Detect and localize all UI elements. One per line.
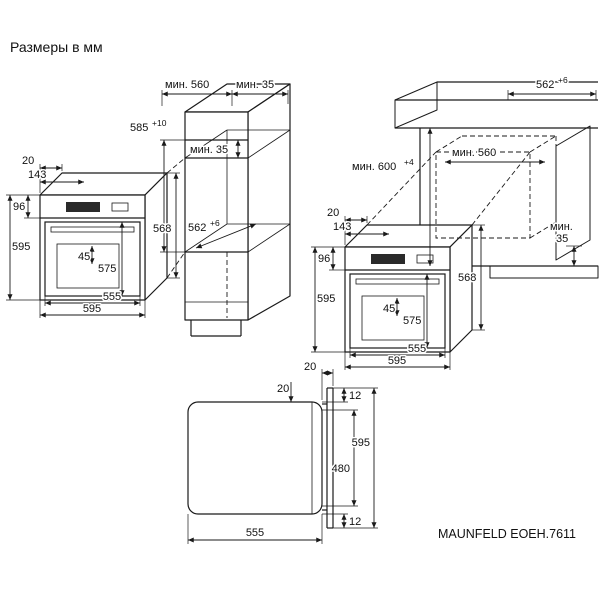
dim-oven-left-front-height: 595: [12, 241, 30, 253]
oven-right-structure: [344, 224, 473, 353]
dim-niche-height-tolerance: +10: [152, 118, 167, 128]
dim-oven-right-panel-height: 96: [318, 253, 330, 265]
dim-base-niche-depth-tolerance: +6: [558, 75, 568, 85]
dim-rear-gap-value: 35: [556, 233, 568, 245]
model-label: MAUNFELD EOEH.7611: [438, 527, 576, 541]
oven-left-handle: [50, 226, 135, 233]
dim-top-view-overhang-top: 12: [349, 390, 361, 402]
dim-oven-right-panel-depth: 143: [333, 221, 351, 233]
dim-oven-right-top-offset: 20: [327, 207, 339, 219]
oven-top-view-structure: [187, 387, 334, 529]
oven-left-door: [44, 221, 141, 297]
dim-niche-height: 585: [130, 122, 148, 134]
dim-base-min-height: мин. 600: [352, 161, 396, 173]
dim-top-view-frame-width: 595: [352, 437, 370, 449]
dim-oven-left-body-height: 568: [153, 223, 171, 235]
oven-body-outline: [187, 401, 323, 515]
dim-top-view-body-depth: 555: [246, 527, 264, 539]
dim-oven-right-front-height: 595: [317, 293, 335, 305]
tall-cabinet-structure: [184, 83, 291, 337]
oven-right-display: [371, 254, 405, 264]
dim-oven-left-panel-height: 96: [13, 201, 25, 213]
dim-oven-left-body-width: 555: [103, 291, 121, 303]
dim-niche-depth: 562: [188, 222, 206, 234]
oven-right-controls: [416, 254, 434, 264]
dim-oven-right-front-width: 595: [388, 355, 406, 367]
dim-niche-top-gap: мин. 35: [236, 79, 274, 91]
oven-right-door: [349, 273, 446, 349]
oven-right-handle: [355, 278, 440, 285]
dim-base-min-height-tolerance: +4: [404, 157, 414, 167]
oven-left-dimensions: 20 143 96 595 45 575 568 555 595: [6, 154, 180, 318]
oven-left-door-glass: [56, 243, 120, 289]
dim-niche-depth-tolerance: +6: [210, 218, 220, 228]
dim-oven-right-body-height: 568: [458, 272, 476, 284]
dim-oven-left-panel-depth: 143: [28, 169, 46, 181]
dim-top-view-front-clearance: 20: [277, 383, 289, 395]
worktop-section-hatch: [394, 81, 438, 129]
dim-vent-gap: мин. 35: [190, 144, 228, 156]
dim-top-view-door-offset: 20: [304, 361, 316, 373]
dim-oven-left-handle-clearance: 45: [78, 251, 90, 263]
dim-oven-right-door-height: 575: [403, 315, 421, 327]
oven-right-door-glass: [361, 295, 425, 341]
dim-niche-min-depth: мин. 560: [165, 79, 209, 91]
dim-oven-left-door-height: 575: [98, 263, 116, 275]
oven-left-controls: [111, 202, 129, 212]
floor-section-hatch: [489, 265, 599, 279]
base-cabinet-dimensions: 562 +6 мин. 600 +4 мин. 560 мин. 35: [351, 74, 597, 266]
page-title: Размеры в мм: [10, 39, 103, 55]
oven-right-dimensions: 20 143 96 595 45 575 568 555 595: [311, 206, 485, 370]
oven-top-view-dimensions: 20 20 12 595 480 555 12: [187, 360, 378, 544]
wall-section-hatch: [555, 125, 591, 261]
dim-oven-right-body-width: 555: [408, 343, 426, 355]
oven-left-display: [66, 202, 100, 212]
dim-oven-right-handle-clearance: 45: [383, 303, 395, 315]
dim-rear-gap-word: мин.: [550, 221, 573, 233]
dim-oven-left-front-width: 595: [83, 303, 101, 315]
oven-left-structure: [39, 172, 168, 301]
dim-oven-left-top-offset: 20: [22, 155, 34, 167]
dim-top-view-inner-width: 480: [332, 463, 350, 475]
tall-cabinet-dimensions: мин. 560 мин. 35 585 +10 мин. 35 562 +6: [129, 78, 289, 253]
dim-top-view-overhang-bottom: 12: [349, 516, 361, 528]
dim-base-niche-depth: 562: [536, 79, 554, 91]
dim-base-min-depth: мин. 560: [452, 147, 496, 159]
